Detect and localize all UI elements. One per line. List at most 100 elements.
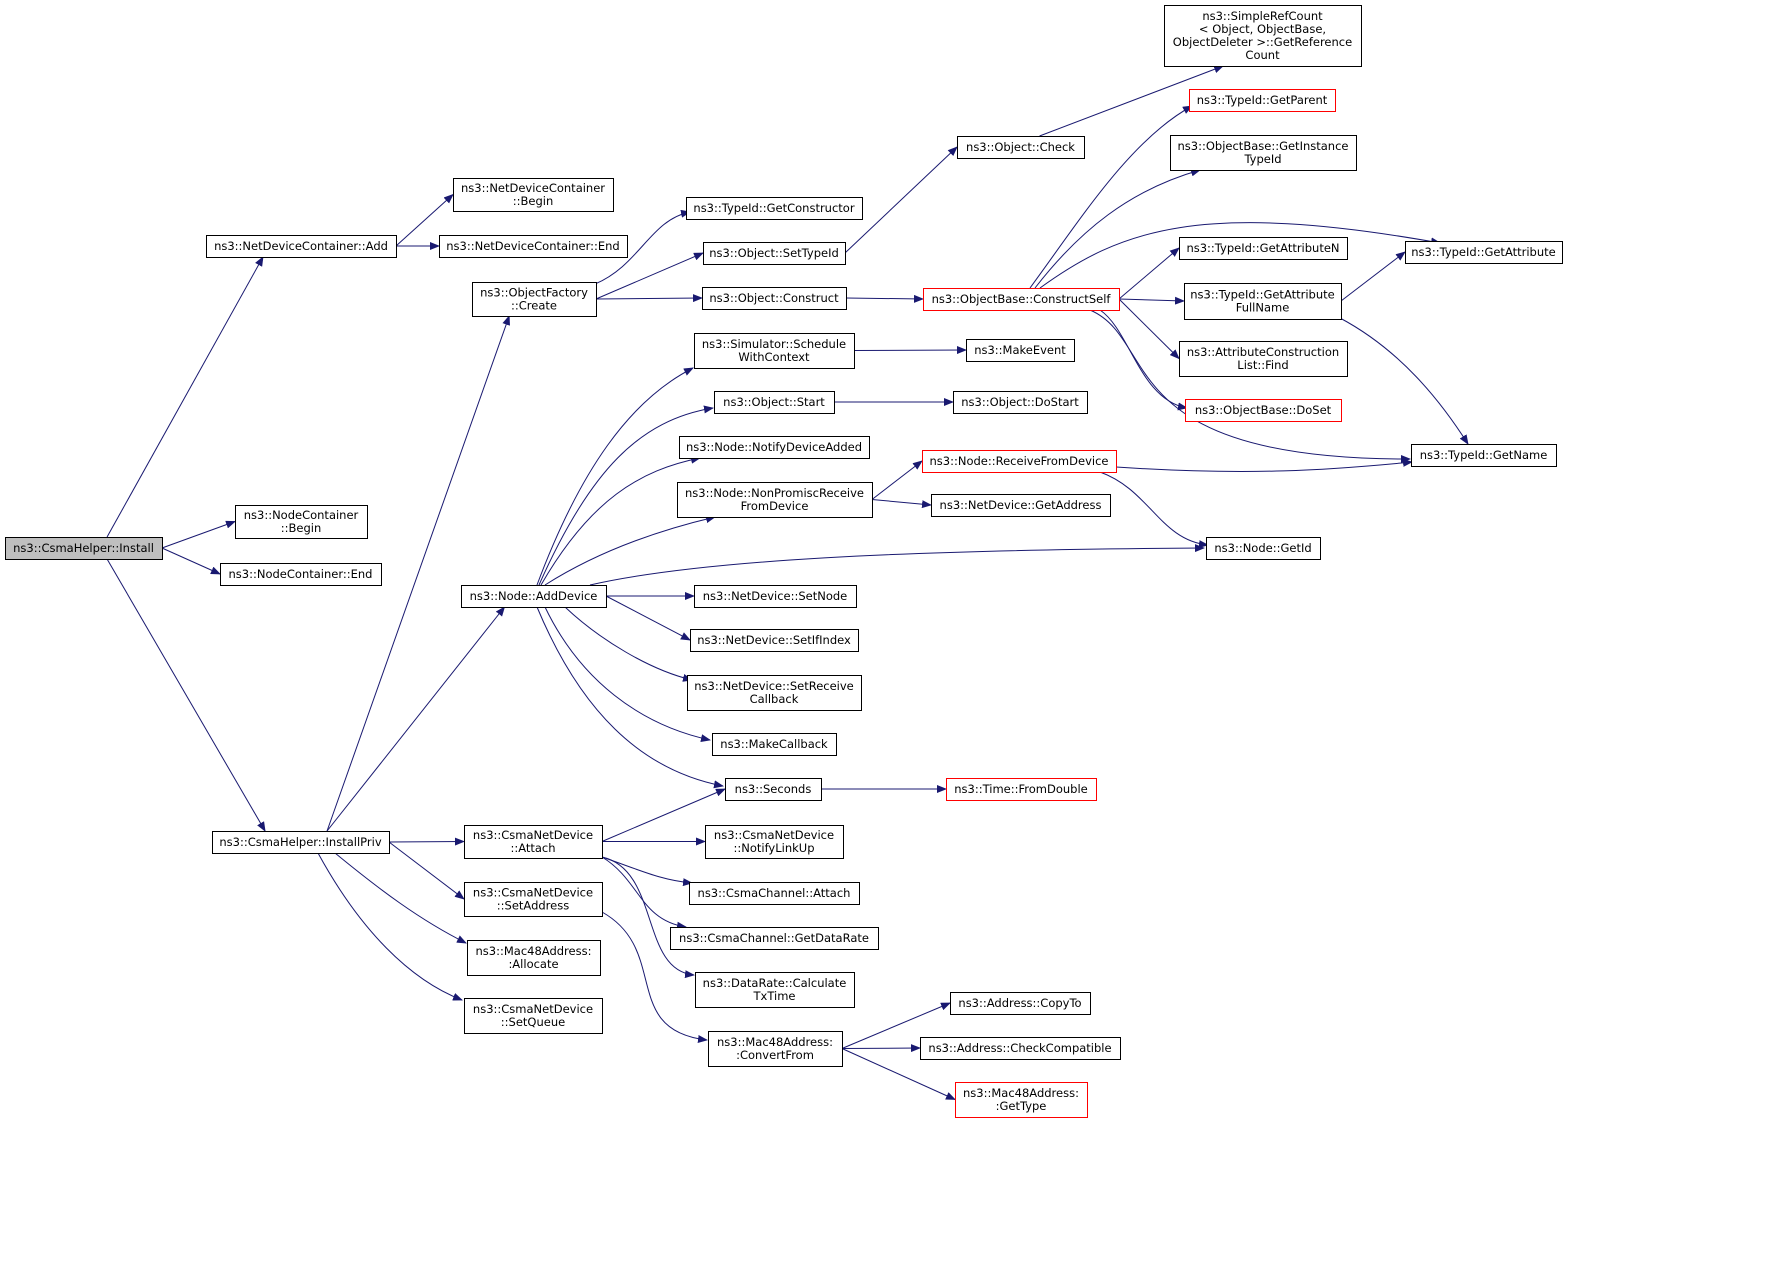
node-cnd-set-address[interactable]: ns3::CsmaNetDevice::SetAddress bbox=[464, 882, 603, 917]
node-mac-get-type[interactable]: ns3::Mac48Address::GetType bbox=[955, 1082, 1088, 1118]
edge-node-add-device-to-nd-set-ifindex bbox=[605, 595, 691, 641]
node-box bbox=[966, 339, 1075, 362]
edge-node-nonprom-to-node-recv-from-dev bbox=[871, 460, 923, 500]
node-install-priv[interactable]: ns3::CsmaHelper::InstallPriv bbox=[212, 831, 390, 854]
node-label: :GetType bbox=[996, 1099, 1047, 1113]
edge-node-add-device-to-obj-start bbox=[538, 405, 714, 586]
edge-node-add-device-to-nd-set-recv-cb bbox=[564, 606, 693, 682]
node-label: ns3::Simulator::Schedule bbox=[702, 337, 846, 351]
node-node-add-device[interactable]: ns3::Node::AddDevice bbox=[461, 585, 607, 608]
node-make-event[interactable]: ns3::MakeEvent bbox=[966, 339, 1075, 362]
node-label: ns3::CsmaHelper::Install bbox=[13, 541, 154, 555]
node-box bbox=[714, 391, 835, 414]
node-obj-set-typeid[interactable]: ns3::Object::SetTypeId bbox=[703, 242, 846, 265]
node-box bbox=[439, 235, 628, 258]
node-label: ns3::DataRate::Calculate bbox=[703, 976, 847, 990]
node-label: ns3::TypeId::GetConstructor bbox=[693, 201, 854, 215]
node-box bbox=[920, 1037, 1121, 1060]
node-mac-allocate[interactable]: ns3::Mac48Address::Allocate bbox=[467, 940, 601, 976]
node-node-notify-dev[interactable]: ns3::Node::NotifyDeviceAdded bbox=[679, 436, 870, 459]
node-box bbox=[708, 1031, 843, 1067]
node-label: ns3::Node::NotifyDeviceAdded bbox=[686, 440, 862, 454]
node-mac-convert-from[interactable]: ns3::Mac48Address::ConvertFrom bbox=[708, 1031, 843, 1067]
node-seconds[interactable]: ns3::Seconds bbox=[725, 778, 822, 801]
node-ndc-begin[interactable]: ns3::NetDeviceContainer::Begin bbox=[453, 178, 614, 212]
edge-install-priv-to-cnd-set-queue bbox=[317, 852, 463, 1001]
edge-node-add-device-to-make-callback bbox=[544, 606, 711, 743]
node-label: ns3::Object::SetTypeId bbox=[709, 246, 839, 260]
node-node-get-id[interactable]: ns3::Node::GetId bbox=[1206, 537, 1321, 560]
node-label: ns3::NodeContainer::End bbox=[229, 567, 373, 581]
node-box bbox=[235, 505, 368, 539]
node-label: ns3::CsmaNetDevice bbox=[473, 886, 593, 900]
edges-layer bbox=[106, 65, 1469, 1100]
node-label: ns3::Object::Start bbox=[723, 395, 825, 409]
node-box bbox=[953, 391, 1088, 414]
edge-mac-convert-from-to-addr-check-compat bbox=[841, 1044, 921, 1053]
node-nd-set-node[interactable]: ns3::NetDevice::SetNode bbox=[694, 585, 857, 608]
node-time-from-double[interactable]: ns3::Time::FromDouble bbox=[946, 778, 1097, 801]
node-label: ::NotifyLinkUp bbox=[733, 841, 814, 855]
node-label: ns3::TypeId::GetName bbox=[1420, 448, 1548, 462]
node-box bbox=[1164, 5, 1362, 67]
node-box bbox=[712, 733, 837, 756]
node-nd-get-address[interactable]: ns3::NetDevice::GetAddress bbox=[931, 494, 1111, 517]
node-obj-construct[interactable]: ns3::Object::Construct bbox=[702, 287, 847, 310]
edge-mac-convert-from-to-mac-get-type bbox=[841, 1048, 956, 1100]
node-nd-set-ifindex[interactable]: ns3::NetDevice::SetIfIndex bbox=[690, 629, 859, 652]
node-box bbox=[725, 778, 822, 801]
node-addr-check-compat[interactable]: ns3::Address::CheckCompatible bbox=[920, 1037, 1121, 1060]
node-node-recv-from-dev[interactable]: ns3::Node::ReceiveFromDevice bbox=[922, 450, 1117, 473]
node-label: ns3::TypeId::GetAttribute bbox=[1190, 288, 1334, 302]
node-cnd-attach[interactable]: ns3::CsmaNetDevice::Attach bbox=[464, 825, 603, 859]
node-label: ns3::NetDeviceContainer::End bbox=[446, 239, 619, 253]
node-obj-start[interactable]: ns3::Object::Start bbox=[714, 391, 835, 414]
node-obj-do-start[interactable]: ns3::Object::DoStart bbox=[953, 391, 1088, 414]
node-ob-construct-self[interactable]: ns3::ObjectBase::ConstructSelf bbox=[923, 288, 1120, 311]
node-box bbox=[1185, 399, 1342, 422]
nodes-layer: ns3::CsmaHelper::Install ns3::NetDeviceCo… bbox=[5, 5, 1563, 1118]
node-cnd-notify-link-up[interactable]: ns3::CsmaNetDevice::NotifyLinkUp bbox=[705, 825, 844, 859]
node-ndc-end[interactable]: ns3::NetDeviceContainer::End bbox=[439, 235, 628, 258]
node-box bbox=[453, 178, 614, 212]
node-srefcount-get[interactable]: ns3::SimpleRefCount< Object, ObjectBase,… bbox=[1164, 5, 1362, 67]
node-nc-end[interactable]: ns3::NodeContainer::End bbox=[220, 563, 382, 586]
node-typeid-get-ctor[interactable]: ns3::TypeId::GetConstructor bbox=[686, 197, 863, 220]
node-typeid-get-name[interactable]: ns3::TypeId::GetName bbox=[1411, 444, 1557, 467]
node-label: ns3::Node::AddDevice bbox=[470, 589, 598, 603]
node-typeid-get-parent[interactable]: ns3::TypeId::GetParent bbox=[1189, 89, 1336, 112]
node-box bbox=[472, 282, 597, 317]
node-label: ns3::TypeId::GetAttribute bbox=[1411, 245, 1555, 259]
node-ob-do-set[interactable]: ns3::ObjectBase::DoSet bbox=[1185, 399, 1342, 422]
node-typeid-get-attr-n[interactable]: ns3::TypeId::GetAttributeN bbox=[1179, 237, 1348, 260]
node-box bbox=[1179, 341, 1348, 377]
node-label: ns3::ObjectBase::GetInstance bbox=[1178, 139, 1349, 153]
edge-node-recv-from-dev-to-node-get-id bbox=[1099, 471, 1209, 549]
node-box bbox=[955, 1082, 1088, 1118]
node-obj-check[interactable]: ns3::Object::Check bbox=[957, 136, 1085, 159]
node-of-create[interactable]: ns3::ObjectFactory::Create bbox=[472, 282, 597, 317]
node-make-callback[interactable]: ns3::MakeCallback bbox=[712, 733, 837, 756]
node-cnd-set-queue[interactable]: ns3::CsmaNetDevice::SetQueue bbox=[464, 998, 603, 1034]
node-nc-begin[interactable]: ns3::NodeContainer::Begin bbox=[235, 505, 368, 539]
node-cc-get-datarate[interactable]: ns3::CsmaChannel::GetDataRate bbox=[670, 927, 879, 950]
node-addr-copy-to[interactable]: ns3::Address::CopyTo bbox=[950, 992, 1091, 1015]
node-box bbox=[1189, 89, 1336, 112]
node-cc-attach[interactable]: ns3::CsmaChannel::Attach bbox=[689, 882, 860, 905]
node-typeid-get-attr[interactable]: ns3::TypeId::GetAttribute bbox=[1405, 241, 1563, 264]
edge-install-to-nc-end bbox=[161, 547, 221, 575]
node-box bbox=[694, 333, 855, 369]
node-install[interactable]: ns3::CsmaHelper::Install bbox=[5, 537, 163, 560]
edge-obj-set-typeid-to-obj-check bbox=[844, 146, 958, 254]
node-ndc-add[interactable]: ns3::NetDeviceContainer::Add bbox=[206, 235, 397, 258]
edge-install-priv-to-node-add-device bbox=[326, 606, 506, 832]
node-label: ::Attach bbox=[510, 841, 555, 855]
